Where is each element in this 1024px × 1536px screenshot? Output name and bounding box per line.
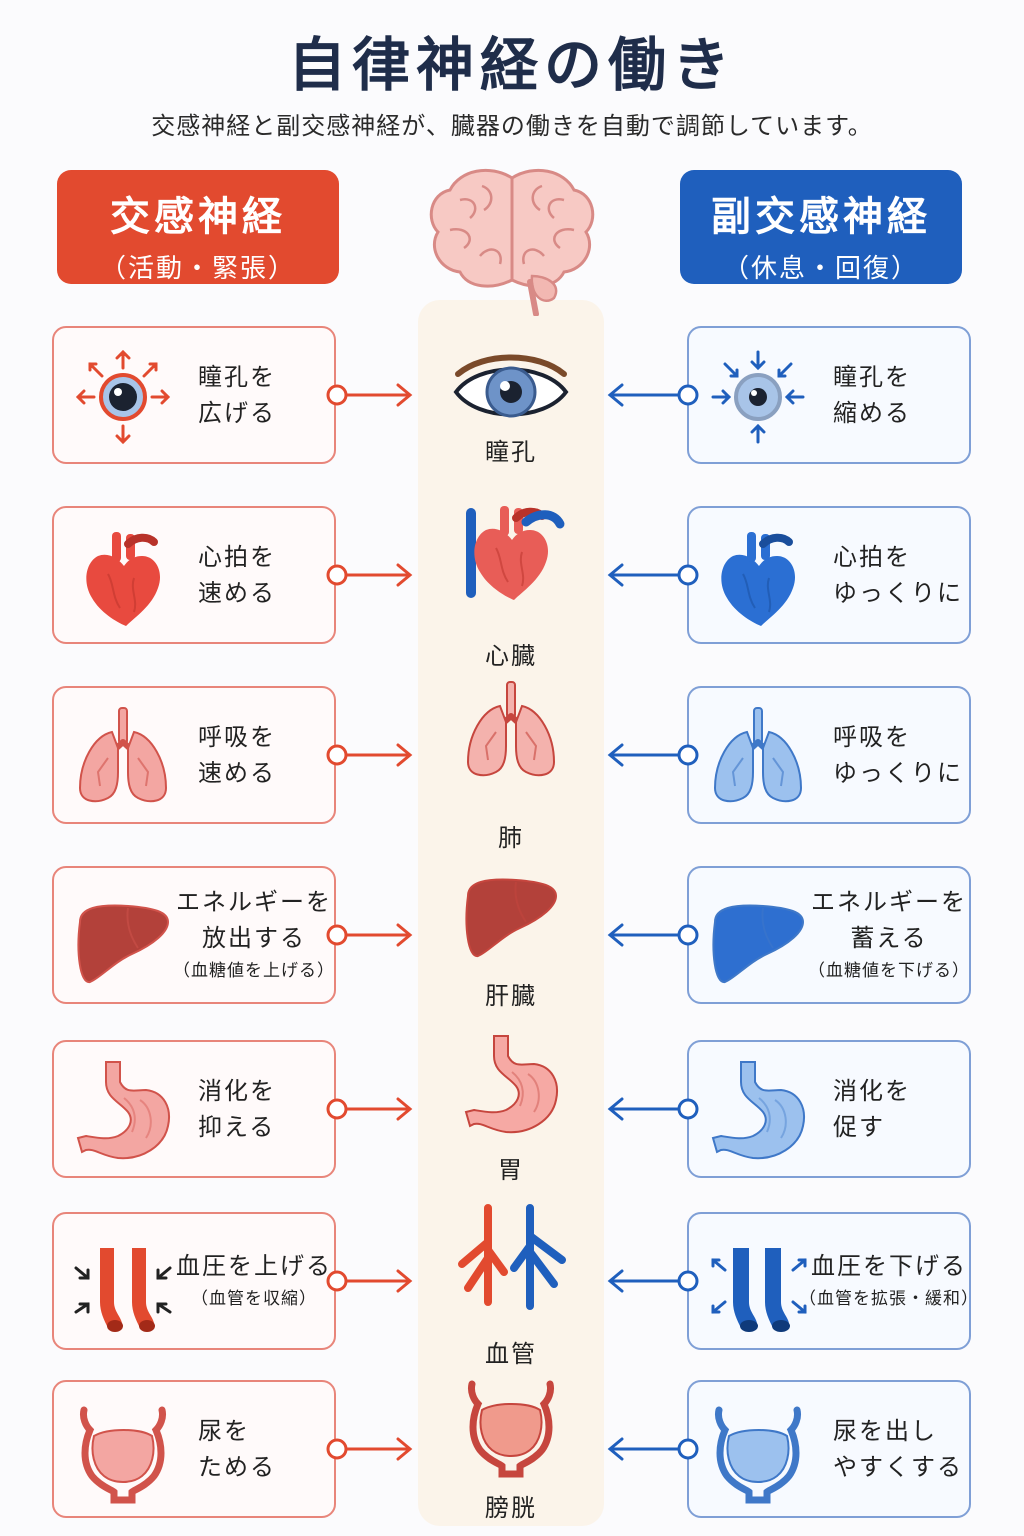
effect-text-line: 消化を (198, 1077, 276, 1105)
effect-text-line: エネルギーを (176, 888, 332, 916)
parasympathetic-arrow-connector (607, 1097, 699, 1121)
sympathetic-arrow-connector (326, 1097, 413, 1121)
eye-icon (68, 342, 178, 452)
effect-text-line: 尿を出し (833, 1417, 937, 1445)
organ-stomach-icon (438, 1030, 584, 1140)
sympathetic-arrow-connector (326, 923, 413, 947)
organ-label-pupil: 瞳孔 (485, 438, 537, 466)
sympathetic-arrow-connector (326, 1437, 413, 1461)
effect-text-line: 縮める (833, 399, 911, 427)
organ-bladder-icon (438, 1370, 584, 1480)
effect-text-line: 消化を (833, 1077, 911, 1105)
parasympathetic-card-vessel: 血圧を下げる （血管を拡張・緩和） (687, 1212, 978, 1350)
parasympathetic-arrow-connector (607, 743, 699, 767)
organ-label-bladder: 膀胱 (485, 1494, 537, 1522)
parasympathetic-card-stomach: 消化を促す (687, 1040, 971, 1178)
sympathetic-card-heart: 心拍を速める (52, 506, 336, 644)
brain-icon (429, 168, 595, 316)
effect-text-line: 呼吸を (833, 723, 911, 751)
effect-text-line: 血圧を下げる (811, 1252, 967, 1280)
parasympathetic-card-bladder: 尿を出しやすくする (687, 1380, 971, 1518)
effect-text-line: 促す (833, 1113, 885, 1141)
sympathetic-header: 交感神経 （活動・緊張） (57, 170, 339, 284)
liver-icon (68, 882, 178, 992)
sympathetic-card-liver: エネルギーを放出する （血糖値を上げる） (52, 866, 336, 1004)
organ-label-liver: 肝臓 (485, 982, 537, 1010)
parasympathetic-card-heart: 心拍をゆっくりに (687, 506, 971, 644)
sympathetic-header-label: 交感神経 (110, 194, 286, 240)
lungs-icon (703, 702, 813, 812)
sympathetic-header-sub: （活動・緊張） (99, 254, 296, 284)
sympathetic-arrow-connector (326, 1269, 413, 1293)
organ-label-lungs: 肺 (498, 824, 524, 852)
effect-note: （血管を収縮） (191, 1289, 317, 1309)
sympathetic-arrow-connector (326, 383, 413, 407)
lungs-icon (68, 702, 178, 812)
parasympathetic-arrow-connector (607, 923, 699, 947)
effect-note: （血糖値を下げる） (808, 961, 970, 981)
effect-text-line: 蓄える (850, 924, 928, 952)
sympathetic-card-bladder: 尿をためる (52, 1380, 336, 1518)
stomach-icon (68, 1056, 178, 1166)
effect-text-line: 瞳孔を (833, 363, 911, 391)
sympathetic-card-vessel: 血圧を上げる （血管を収縮） (52, 1212, 336, 1350)
organ-blood-vessel-icon (438, 1202, 584, 1312)
stomach-icon (703, 1056, 813, 1166)
effect-text-line: 速める (198, 759, 276, 787)
effect-text-line: 速める (198, 579, 276, 607)
effect-text-line: 放出する (202, 924, 306, 952)
effect-text-line: 瞳孔を (198, 363, 276, 391)
parasympathetic-arrow-connector (607, 1437, 699, 1461)
heart-icon (703, 522, 813, 632)
effect-text-line: 広げる (198, 399, 276, 427)
effect-text-line: エネルギーを (811, 888, 967, 916)
parasympathetic-card-pupil: 瞳孔を縮める (687, 326, 971, 464)
sympathetic-card-stomach: 消化を抑える (52, 1040, 336, 1178)
organ-label-heart: 心臓 (485, 642, 537, 670)
sympathetic-arrow-connector (326, 743, 413, 767)
bladder-icon (703, 1396, 813, 1506)
sympathetic-arrow-connector (326, 563, 413, 587)
bladder-icon (68, 1396, 178, 1506)
heart-icon (68, 522, 178, 632)
blood-vessel-icon (703, 1228, 813, 1338)
blood-vessel-icon (68, 1228, 178, 1338)
effect-text-line: 心拍を (833, 543, 911, 571)
liver-icon (703, 882, 813, 992)
effect-text-line: やすくする (833, 1453, 963, 1481)
parasympathetic-header: 副交感神経 （休息・回復） (680, 170, 962, 284)
page-subtitle: 交感神経と副交感神経が、臓器の働きを自動で調節しています。 (151, 112, 873, 140)
parasympathetic-arrow-connector (607, 383, 699, 407)
effect-text-line: 血圧を上げる (176, 1252, 332, 1280)
effect-text-line: ゆっくりに (833, 579, 963, 607)
parasympathetic-card-liver: エネルギーを蓄える （血糖値を下げる） (687, 866, 971, 1004)
effect-note: （血糖値を上げる） (173, 961, 335, 981)
eye-icon (703, 342, 813, 452)
parasympathetic-header-sub: （休息・回復） (722, 254, 919, 284)
effect-text-line: ゆっくりに (833, 759, 963, 787)
sympathetic-card-lungs: 呼吸を速める (52, 686, 336, 824)
effect-text-line: 抑える (198, 1113, 276, 1141)
organ-eye-icon (438, 334, 584, 444)
parasympathetic-arrow-connector (607, 1269, 699, 1293)
organ-label-vessel: 血管 (485, 1340, 537, 1368)
organ-liver-icon (438, 856, 584, 966)
effect-text-line: ためる (198, 1453, 276, 1481)
effect-note: （血管を拡張・緩和） (799, 1289, 979, 1309)
parasympathetic-card-lungs: 呼吸をゆっくりに (687, 686, 971, 824)
effect-text-line: 呼吸を (198, 723, 276, 751)
effect-text-line: 心拍を (198, 543, 276, 571)
parasympathetic-arrow-connector (607, 563, 699, 587)
effect-text-line: 尿を (198, 1417, 250, 1445)
page-title: 自律神経の働き (287, 31, 736, 99)
sympathetic-card-pupil: 瞳孔を広げる (52, 326, 336, 464)
organ-heart-icon (438, 496, 584, 606)
organ-label-stomach: 胃 (498, 1156, 524, 1184)
parasympathetic-header-label: 副交感神経 (711, 194, 931, 240)
organ-lungs-icon (438, 676, 584, 786)
